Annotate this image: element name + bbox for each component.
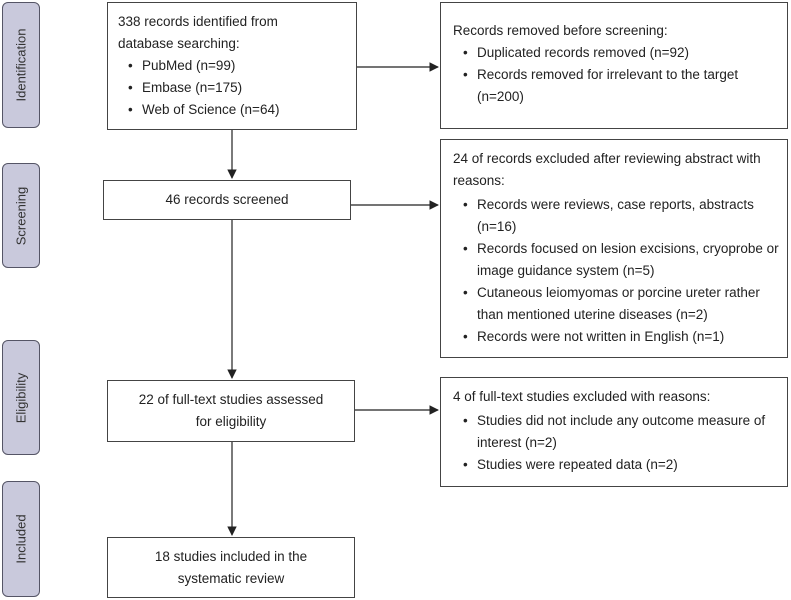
excluded-after-abstract-title: 24 of records excluded after reviewing a… — [453, 151, 761, 188]
database-item-embase: Embase (n=175) — [118, 77, 356, 99]
identification-records-box: 338 records identified from database sea… — [107, 2, 357, 130]
abstract-exclusion-list: Records were reviews, case reports, abst… — [453, 194, 787, 348]
full-text-assessed-box: 22 of full-text studies assessed for eli… — [107, 380, 355, 442]
records-screened-box: 46 records screened — [103, 180, 351, 220]
studies-included-box: 18 studies included in the systematic re… — [107, 537, 355, 598]
stage-tab-identification: Identification — [2, 2, 40, 128]
studies-included-line-1: 18 studies included in the — [154, 548, 308, 564]
full-text-reason-repeated: Studies were repeated data (n=2) — [453, 454, 787, 476]
exclusion-reason-reviews: Records were reviews, case reports, abst… — [453, 194, 787, 238]
records-screened-text: 46 records screened — [165, 192, 289, 207]
exclusion-reason-leiomyomas: Cutaneous leiomyomas or porcine ureter r… — [453, 282, 787, 326]
removed-reason-duplicates: Duplicated records removed (n=92) — [453, 42, 787, 64]
full-text-exclusion-list: Studies did not include any outcome meas… — [453, 410, 787, 476]
database-item-web-of-science: Web of Science (n=64) — [118, 99, 356, 121]
exclusion-reason-lesion-excisions: Records focused on lesion excisions, cry… — [453, 238, 787, 282]
removed-reason-irrelevant: Records removed for irrelevant to the ta… — [453, 64, 787, 108]
removed-reasons-list: Duplicated records removed (n=92) Record… — [453, 42, 787, 108]
full-text-excluded-title: 4 of full-text studies excluded with rea… — [453, 389, 711, 404]
stage-tab-included: Included — [2, 481, 40, 597]
database-list: PubMed (n=99) Embase (n=175) Web of Scie… — [118, 55, 356, 121]
full-text-assessed-line-1: 22 of full-text studies assessed — [138, 392, 324, 407]
full-text-excluded-box: 4 of full-text studies excluded with rea… — [440, 377, 788, 487]
identification-line-1: 338 records identified from — [118, 14, 278, 29]
identification-line-2: database searching: — [118, 36, 240, 51]
removed-before-screening-title: Records removed before screening: — [453, 23, 668, 38]
stage-tab-screening: Screening — [2, 163, 40, 268]
removed-before-screening-box: Records removed before screening: Duplic… — [440, 2, 788, 129]
stage-tab-eligibility: Eligibility — [2, 340, 40, 455]
full-text-assessed-line-2: for eligibility — [195, 414, 267, 429]
full-text-reason-no-outcome: Studies did not include any outcome meas… — [453, 410, 787, 454]
studies-included-line-2: systematic review — [177, 570, 285, 586]
excluded-after-abstract-box: 24 of records excluded after reviewing a… — [440, 139, 788, 358]
database-item-pubmed: PubMed (n=99) — [118, 55, 356, 77]
exclusion-reason-not-english: Records were not written in English (n=1… — [453, 326, 787, 348]
